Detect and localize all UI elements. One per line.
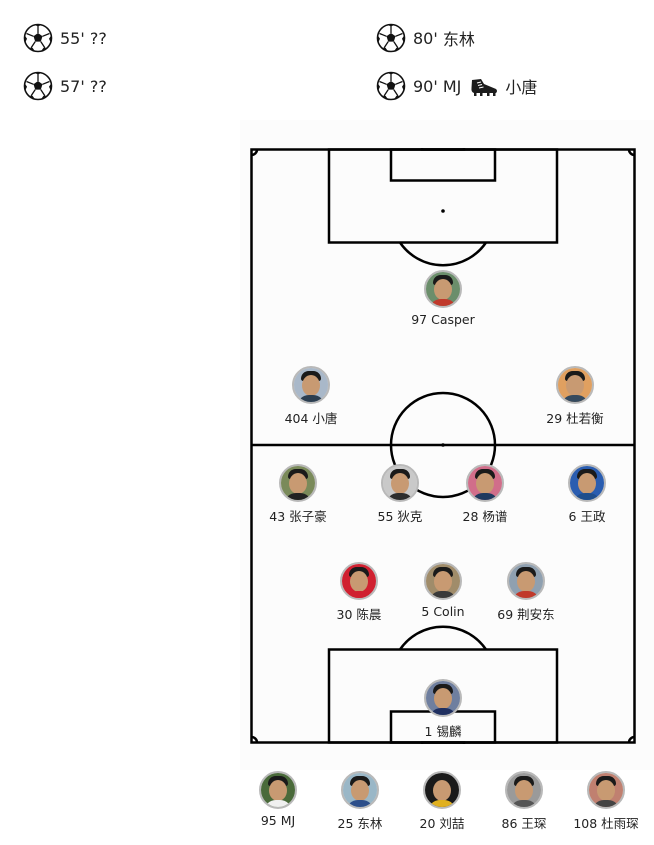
- goal-scorer: ??: [89, 76, 107, 96]
- player-name: 95 MJ: [260, 813, 296, 828]
- lineup-player[interactable]: 1 锡麟: [383, 679, 503, 740]
- soccer-ball-icon: [376, 23, 406, 53]
- goal-minute: 57': [60, 76, 85, 96]
- goal-scorer: 东林: [442, 30, 475, 49]
- lineup-player[interactable]: 6 王政: [527, 464, 647, 525]
- substitute-player[interactable]: 108 杜雨琛: [546, 771, 654, 832]
- player-avatar: [466, 464, 504, 502]
- player-name: 6 王政: [568, 509, 606, 524]
- lineup-player[interactable]: 43 张子豪: [238, 464, 358, 525]
- player-avatar: [292, 366, 330, 404]
- player-avatar: [424, 562, 462, 600]
- player-name: 86 王琛: [501, 816, 547, 831]
- football-pitch: [250, 148, 636, 744]
- player-avatar: [381, 464, 419, 502]
- player-avatar: [505, 771, 543, 809]
- player-name: 43 张子豪: [269, 509, 327, 524]
- substitute-player[interactable]: 95 MJ: [218, 771, 338, 828]
- player-avatar: [259, 771, 297, 809]
- player-avatar: [340, 562, 378, 600]
- goal-minute: 90': [413, 76, 438, 96]
- substitute-player[interactable]: 20 刘喆: [382, 771, 502, 832]
- player-avatar: [587, 771, 625, 809]
- goal-event: 55' ??: [23, 22, 107, 54]
- player-avatar: [424, 679, 462, 717]
- soccer-ball-icon: [23, 71, 53, 101]
- player-name: 29 杜若衡: [546, 411, 604, 426]
- player-name: 55 狄克: [377, 509, 423, 524]
- player-name: 69 荆安东: [497, 607, 555, 622]
- player-name: 25 东林: [337, 816, 383, 831]
- goal-event: 57' ??: [23, 70, 107, 102]
- player-name: 97 Casper: [411, 312, 475, 327]
- player-avatar: [424, 270, 462, 308]
- lineup-player[interactable]: 28 杨谱: [425, 464, 545, 525]
- player-avatar: [279, 464, 317, 502]
- lineup-player[interactable]: 69 荆安东: [466, 562, 586, 623]
- player-avatar: [341, 771, 379, 809]
- goal-scorer: ??: [89, 28, 107, 48]
- substitute-player[interactable]: 86 王琛: [464, 771, 584, 832]
- lineup-player[interactable]: 55 狄克: [340, 464, 460, 525]
- goal-minute: 55': [60, 28, 85, 48]
- substitute-player[interactable]: 25 东林: [300, 771, 420, 832]
- player-name: 108 杜雨琛: [573, 816, 639, 831]
- soccer-ball-icon: [23, 23, 53, 53]
- soccer-ball-icon: [376, 71, 406, 101]
- player-avatar: [556, 366, 594, 404]
- player-avatar: [568, 464, 606, 502]
- lineup-player[interactable]: 5 Colin: [383, 562, 503, 619]
- goal-event: 90' MJ 小唐: [376, 70, 537, 102]
- lineup-player[interactable]: 30 陈晨: [299, 562, 419, 623]
- player-name: 1 锡麟: [424, 724, 462, 739]
- player-name: 5 Colin: [421, 604, 465, 619]
- assist-player: 小唐: [505, 78, 538, 97]
- lineup-player[interactable]: 29 杜若衡: [515, 366, 635, 427]
- player-name: 404 小唐: [284, 411, 338, 426]
- player-name: 30 陈晨: [336, 607, 382, 622]
- player-avatar: [423, 771, 461, 809]
- goal-minute: 80': [413, 28, 438, 48]
- goal-event: 80' 东林: [376, 22, 475, 54]
- player-name: 28 杨谱: [462, 509, 508, 524]
- football-boot-icon: [471, 79, 498, 96]
- player-name: 20 刘喆: [419, 816, 465, 831]
- lineup-player[interactable]: 404 小唐: [251, 366, 371, 427]
- lineup-player[interactable]: 97 Casper: [383, 270, 503, 327]
- player-avatar: [507, 562, 545, 600]
- goal-scorer: MJ: [442, 76, 462, 96]
